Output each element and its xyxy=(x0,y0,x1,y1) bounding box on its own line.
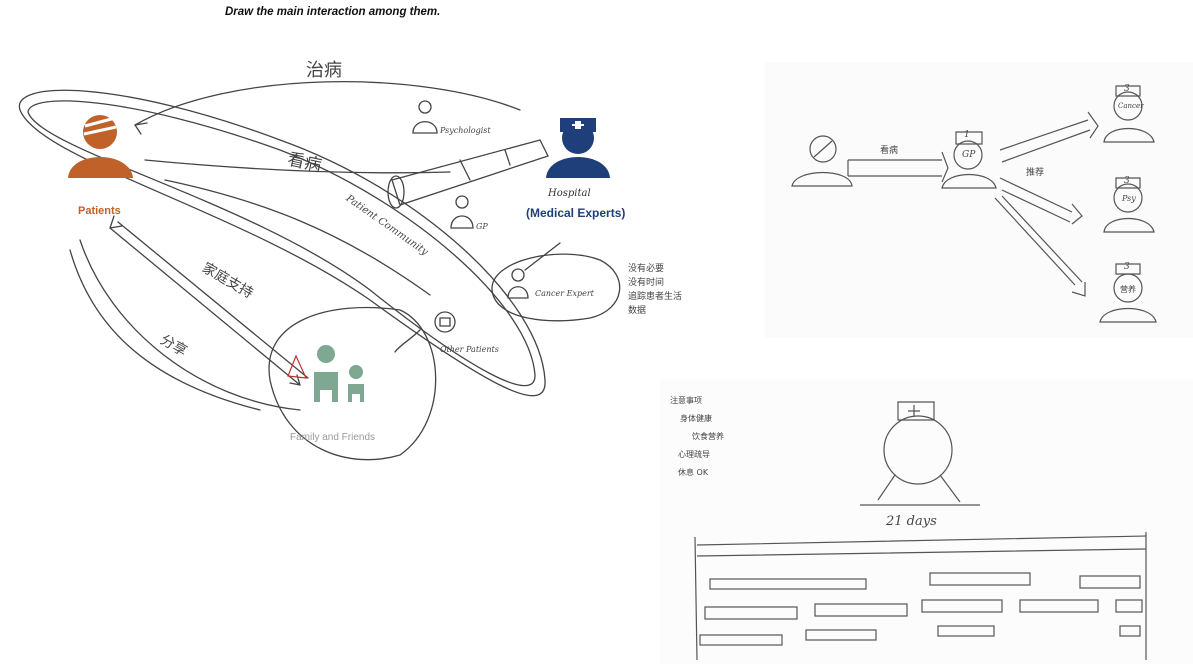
days-label: 21 days xyxy=(886,514,937,529)
specialist-number: 3 xyxy=(1124,176,1130,186)
psy-specialist-label: Psy xyxy=(1122,194,1136,203)
timeline-sketch xyxy=(695,402,1146,660)
specialist-number: 3 xyxy=(1124,262,1130,272)
gp-label: GP xyxy=(476,222,488,231)
referral-sketch xyxy=(792,86,1156,322)
note-line: 没有时间 xyxy=(628,276,682,290)
note-line: 饮食营养 xyxy=(670,428,724,446)
timeline-notes: 注意事项 身体健康 饮食营养 心理疏导 休息 OK xyxy=(670,392,724,482)
gp-number: 1 xyxy=(964,130,970,140)
treatment-arc xyxy=(135,82,520,125)
note-line: 身体健康 xyxy=(670,410,724,428)
psychologist-label: Psychologist xyxy=(440,126,491,135)
note-line: 注意事项 xyxy=(670,392,724,410)
specialist-number: 3 xyxy=(1124,84,1130,94)
note-line: 数据 xyxy=(628,304,682,318)
right-kanbing-label: 看病 xyxy=(880,143,898,156)
note-line: 休息 OK xyxy=(670,464,724,482)
tuijian-label: 推荐 xyxy=(1026,165,1044,178)
zhibing-label: 治病 xyxy=(306,56,342,82)
patients-label: Patients xyxy=(78,205,121,217)
nutrition-specialist-label: 营养 xyxy=(1120,284,1136,295)
right-gp-label: GP xyxy=(962,150,975,160)
hospital-label: Hospital xyxy=(548,188,591,199)
note-line: 追踪患者生活 xyxy=(628,290,682,304)
cancer-expert-notes: 没有必要 没有时间 追踪患者生活 数据 xyxy=(628,262,682,318)
other-patients-label: Other Patients xyxy=(440,345,499,354)
family-icon xyxy=(314,345,364,402)
note-line: 没有必要 xyxy=(628,262,682,276)
family-label: Family and Friends xyxy=(290,432,375,443)
cancer-expert-label: Cancer Expert xyxy=(535,289,594,298)
cancer-expert-circle xyxy=(492,254,620,321)
medical-experts-label: (Medical Experts) xyxy=(526,206,625,220)
note-line: 心理疏导 xyxy=(670,446,724,464)
cancer-specialist-label: Cancer xyxy=(1118,102,1143,110)
doctor-icon xyxy=(546,118,610,178)
